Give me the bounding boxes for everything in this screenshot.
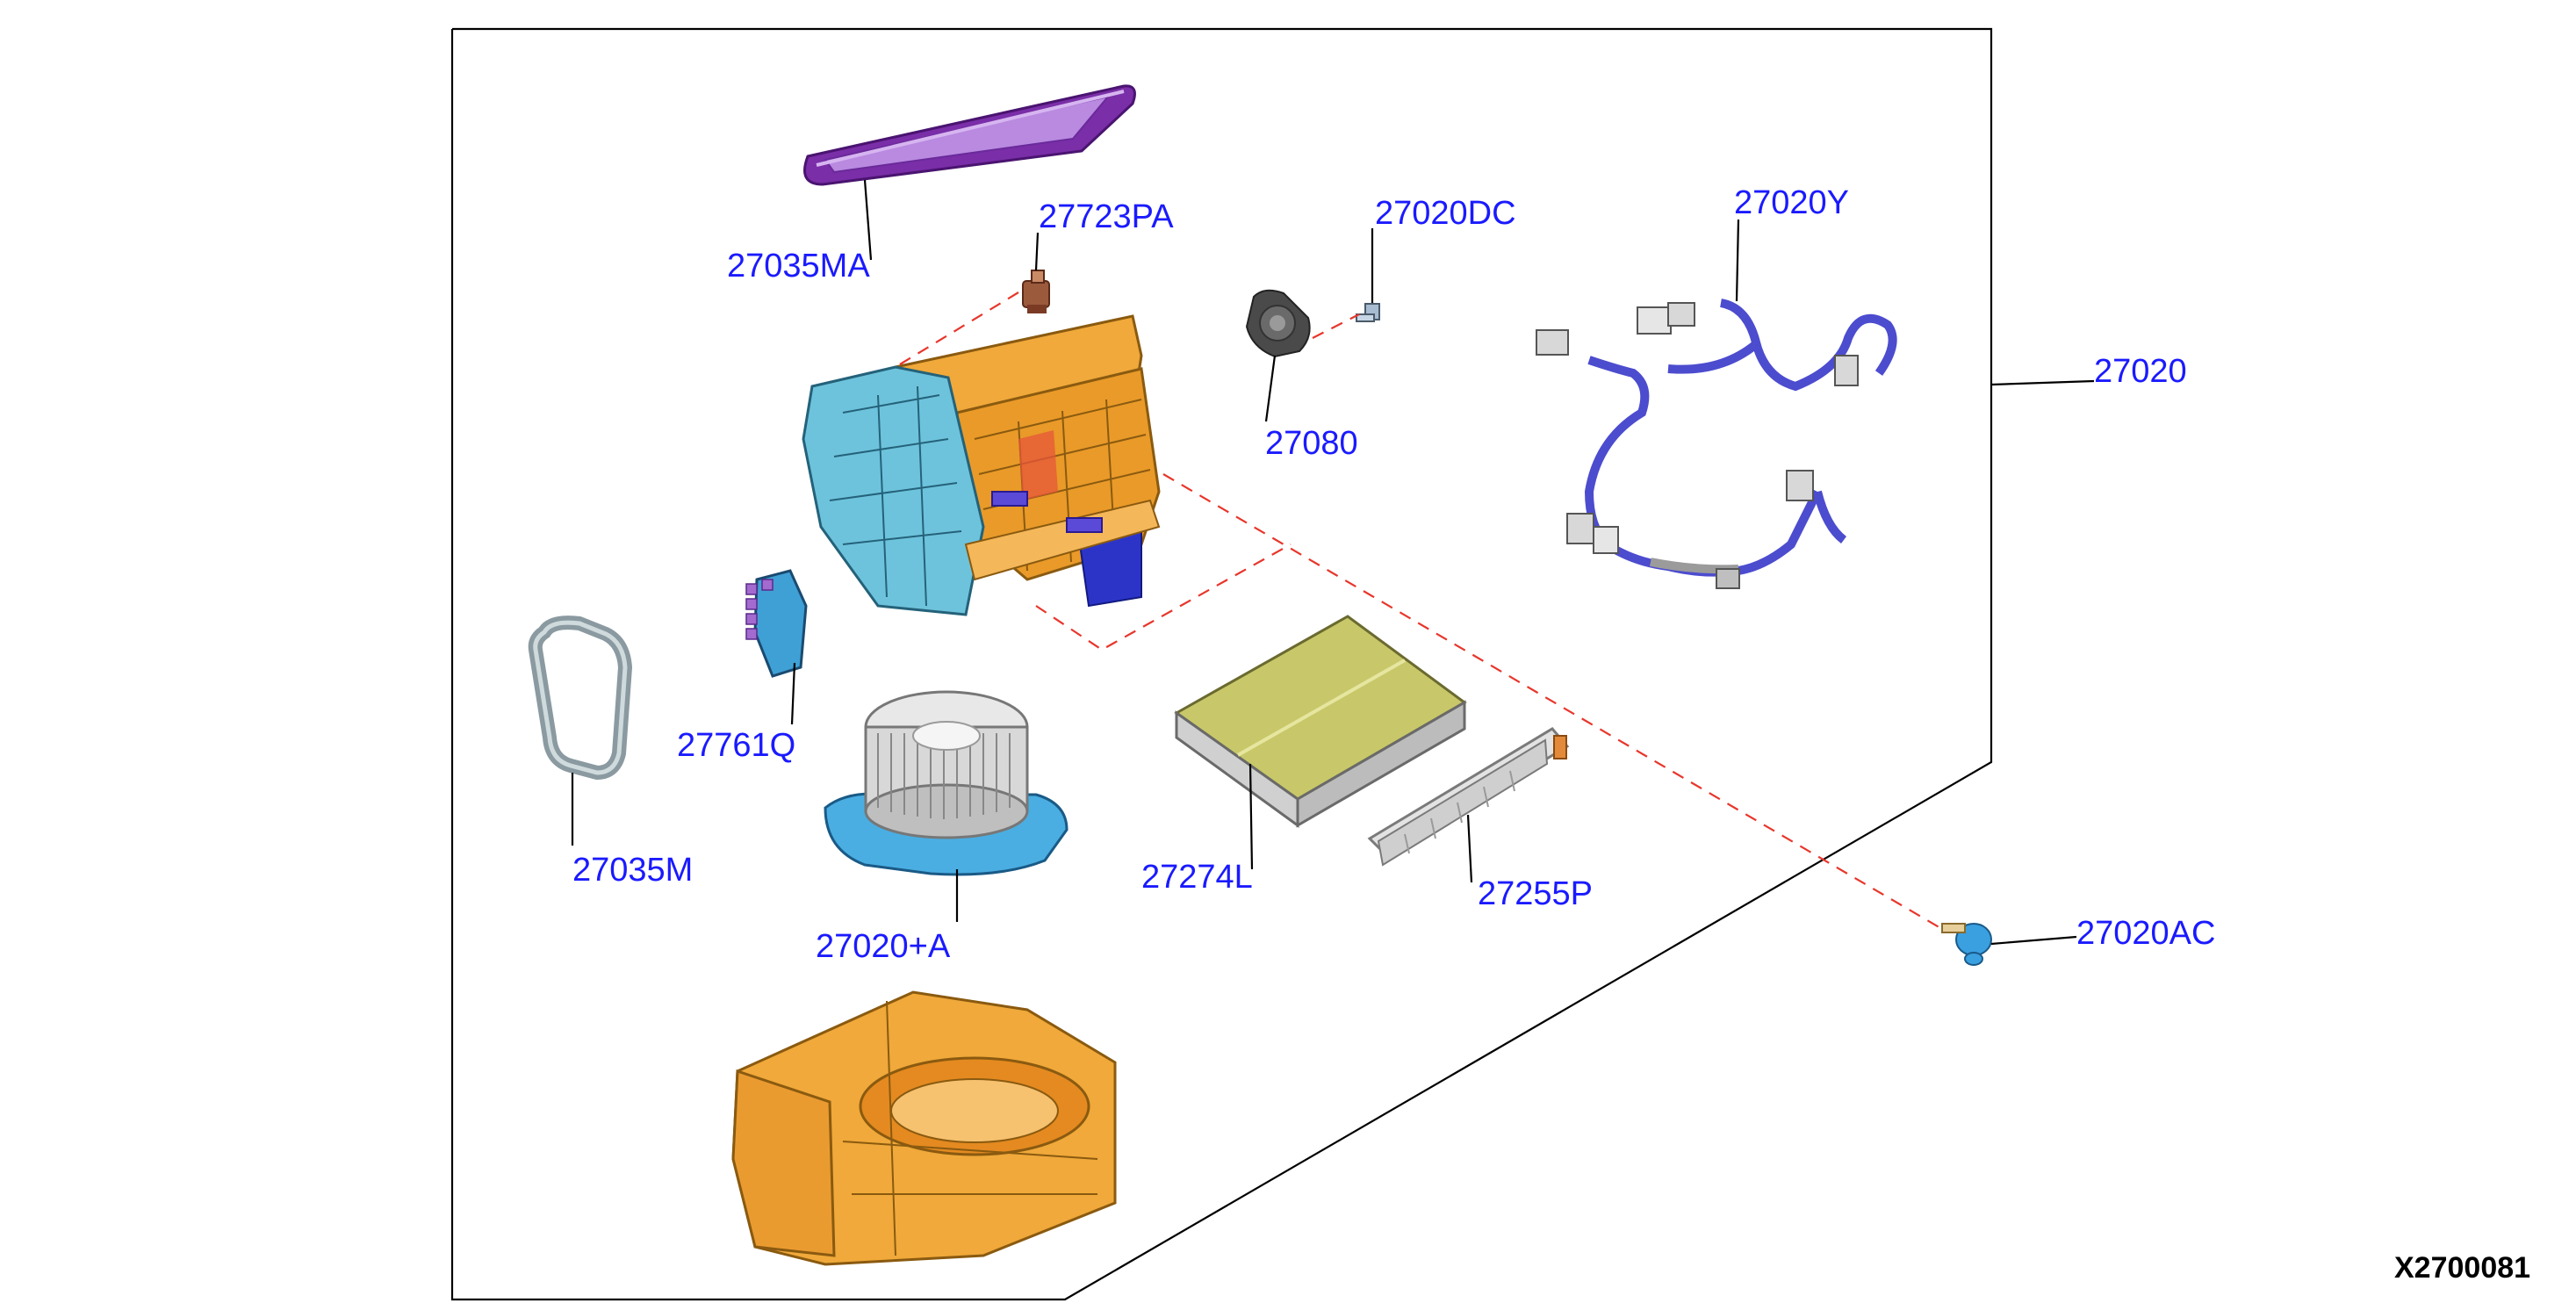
- part-label-27035MA[interactable]: 27035MA: [727, 248, 870, 284]
- resistor-icon[interactable]: [745, 569, 808, 678]
- part-label-27020DC[interactable]: 27020DC: [1375, 195, 1516, 232]
- part-label-27274L[interactable]: 27274L: [1141, 859, 1253, 896]
- leader-lines: [571, 179, 2095, 946]
- part-label-27080[interactable]: 27080: [1265, 425, 1358, 462]
- part-label-27020[interactable]: 27020: [2094, 353, 2187, 390]
- blower-motor-icon[interactable]: [824, 690, 1069, 876]
- part-label-27035M[interactable]: 27035M: [572, 852, 694, 889]
- clip-icon[interactable]: [1941, 923, 1992, 966]
- assembly-boundary: [450, 27, 1993, 1301]
- connector-icon[interactable]: [1022, 270, 1050, 313]
- dashed-guides: [895, 292, 1943, 930]
- heater-unit-icon[interactable]: [802, 314, 1161, 616]
- part-label-27761Q[interactable]: 27761Q: [677, 727, 796, 764]
- seal-ring-icon[interactable]: [528, 616, 633, 781]
- part-label-27020AC[interactable]: 27020AC: [2076, 915, 2216, 952]
- part-label-27020+A[interactable]: 27020+A: [816, 928, 951, 965]
- gasket-icon[interactable]: [803, 84, 1136, 186]
- screw-icon[interactable]: [1356, 303, 1380, 322]
- blower-case-icon[interactable]: [731, 990, 1117, 1266]
- part-label-27723PA[interactable]: 27723PA: [1039, 198, 1174, 235]
- filter-cover-icon[interactable]: [1367, 727, 1570, 867]
- part-label-27020Y[interactable]: 27020Y: [1734, 184, 1850, 221]
- part-label-27255P[interactable]: 27255P: [1478, 875, 1594, 912]
- diagram-reference-code: X2700081: [2394, 1251, 2531, 1285]
- air-filter-icon[interactable]: [1174, 615, 1467, 828]
- wire-harness-icon[interactable]: [1536, 299, 1897, 589]
- actuator-icon[interactable]: [1245, 289, 1311, 358]
